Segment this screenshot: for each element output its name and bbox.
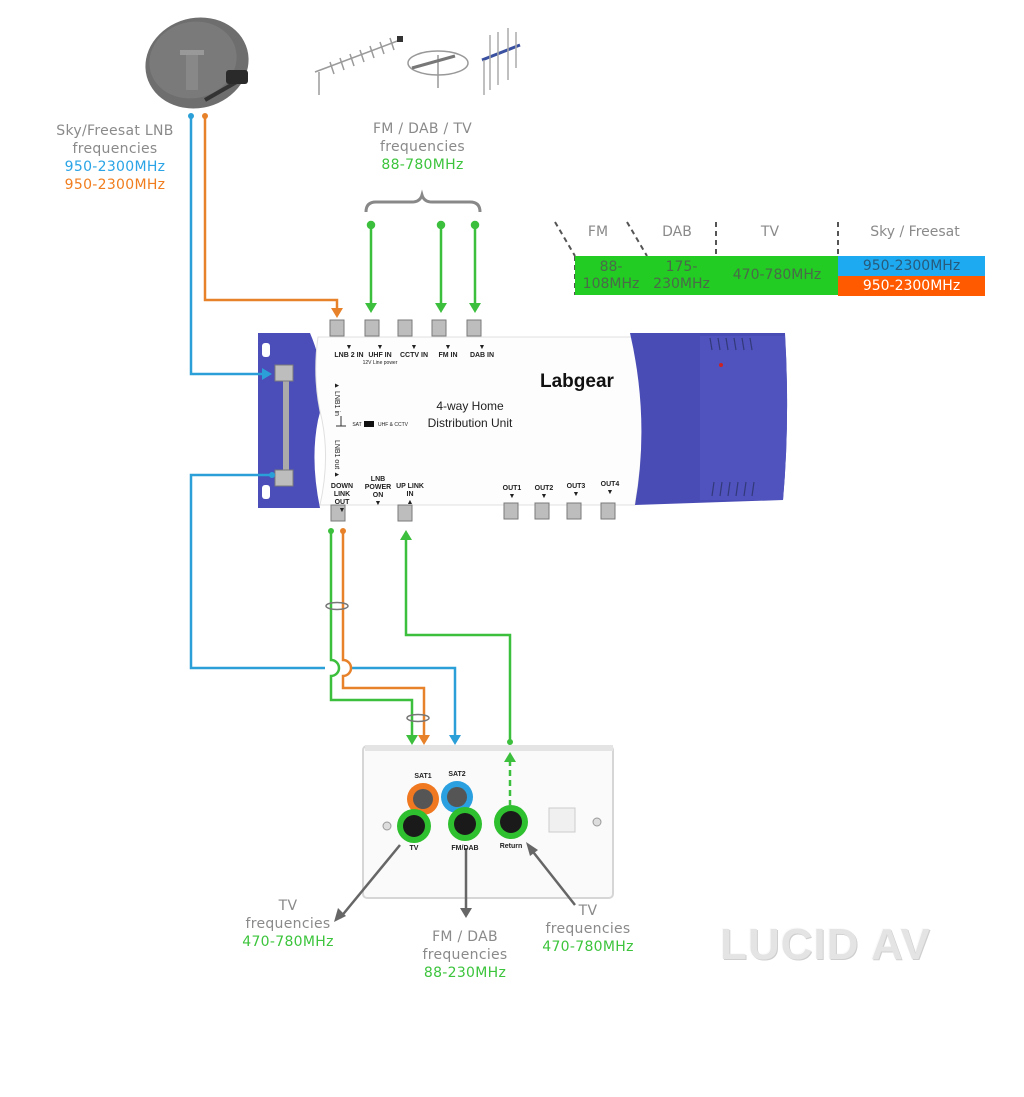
band-sat-orange-label: 950-2300MHz [862,277,961,294]
port-label-lnb2-in: ▼LNB 2 IN [334,344,364,359]
band-sat-blue-label: 950-2300MHz [862,257,961,274]
cable-downlink-orange [340,528,430,745]
band-header-dab: DAB [662,224,692,240]
terrestrial-brace [364,189,482,213]
band-dab-line1: 175- [665,258,698,275]
cable-terrestrial-in [365,220,481,313]
output-tv-label: TV frequencies 470-780MHz [242,898,334,950]
cable-sat-orange-in [202,113,343,318]
uhf-line-power-note: 12V Line power [362,360,398,366]
cable-sat-blue-out [189,472,461,745]
watermark-logo: LUCID AV [720,920,931,969]
device-brand: Labgear [540,371,614,392]
plate-label-return: Return [499,843,523,850]
distribution-unit [258,319,788,522]
plate-label-tv: TV [409,845,419,852]
side-label-lnb1-in: ▲ LNB1 in [333,382,340,416]
terrestrial-subtitle: frequencies [379,139,466,155]
port-label-dab-in: ▼DAB IN [469,344,495,359]
satellite-title: Sky/Freesat LNB [56,123,174,139]
output-return-label: TV frequencies 470-780MHz [542,903,634,955]
port-label-cctv-in: ▼CCTV IN [400,344,428,359]
cable-sat-blue-in [188,113,272,380]
band-fm-line2: 108MHz [582,275,640,292]
terrestrial-input-label: FM / DAB / TV frequencies 88-780MHz [355,120,490,174]
satellite-freq-blue: 950-2300MHz [64,159,166,175]
fm-ring-antenna-icon [407,50,469,88]
plate-label-fmdab: FM/DAB [451,845,479,852]
cable-tie [406,713,430,723]
wall-plate [362,745,614,899]
port-label-out2: OUT2▼ [534,485,554,500]
band-fm: 88-108MHz [575,256,647,295]
band-header-fm: FM [587,224,609,240]
band-sat-orange: 950-2300MHz [838,276,985,296]
terrestrial-freq: 88-780MHz [381,157,464,173]
terrestrial-title: FM / DAB / TV [372,121,473,137]
band-header-tv: TV [760,224,780,240]
band-sat-blue: 950-2300MHz [838,256,985,276]
band-tv-label: 470-780MHz [732,267,822,283]
band-header-sat: Sky / Freesat [870,224,960,240]
band-dab: 175-230MHz [647,256,716,295]
cable-tie [325,601,349,611]
port-label-fm-in: ▼FM IN [438,344,458,359]
dab-antenna-icon [481,28,521,95]
port-label-out4: OUT4▼ [600,481,620,496]
band-tv: 470-780MHz [716,256,838,295]
side-label-lnb1-out: LNB1 out ▲ [333,439,340,479]
satellite-subtitle: frequencies [72,141,158,157]
plate-label-sat2: SAT2 [448,771,466,778]
output-pointers [334,842,576,922]
band-dab-line2: 230MHz [653,275,710,292]
port-label-out3: OUT3▼ [566,483,586,498]
band-fm-line1: 88- [599,258,623,275]
switch-label-sat: SAT [352,422,362,428]
plate-label-sat1: SAT1 [414,773,432,780]
satellite-input-label: Sky/Freesat LNB frequencies 950-2300MHz … [45,122,185,194]
switch-label-uhf-cctv: UHF & CCTV [378,422,408,428]
cable-uplink-return [400,530,516,806]
uhf-yagi-antenna-icon [314,36,403,95]
satellite-dish-icon [145,17,249,109]
output-fmdab-label: FM / DAB frequencies 88-230MHz [422,929,508,981]
satellite-freq-orange: 950-2300MHz [64,177,166,193]
device-product-name: 4-way Home Distribution Unit [427,399,513,430]
cable-downlink-green [328,528,418,745]
port-label-out1: OUT1▼ [502,485,522,500]
